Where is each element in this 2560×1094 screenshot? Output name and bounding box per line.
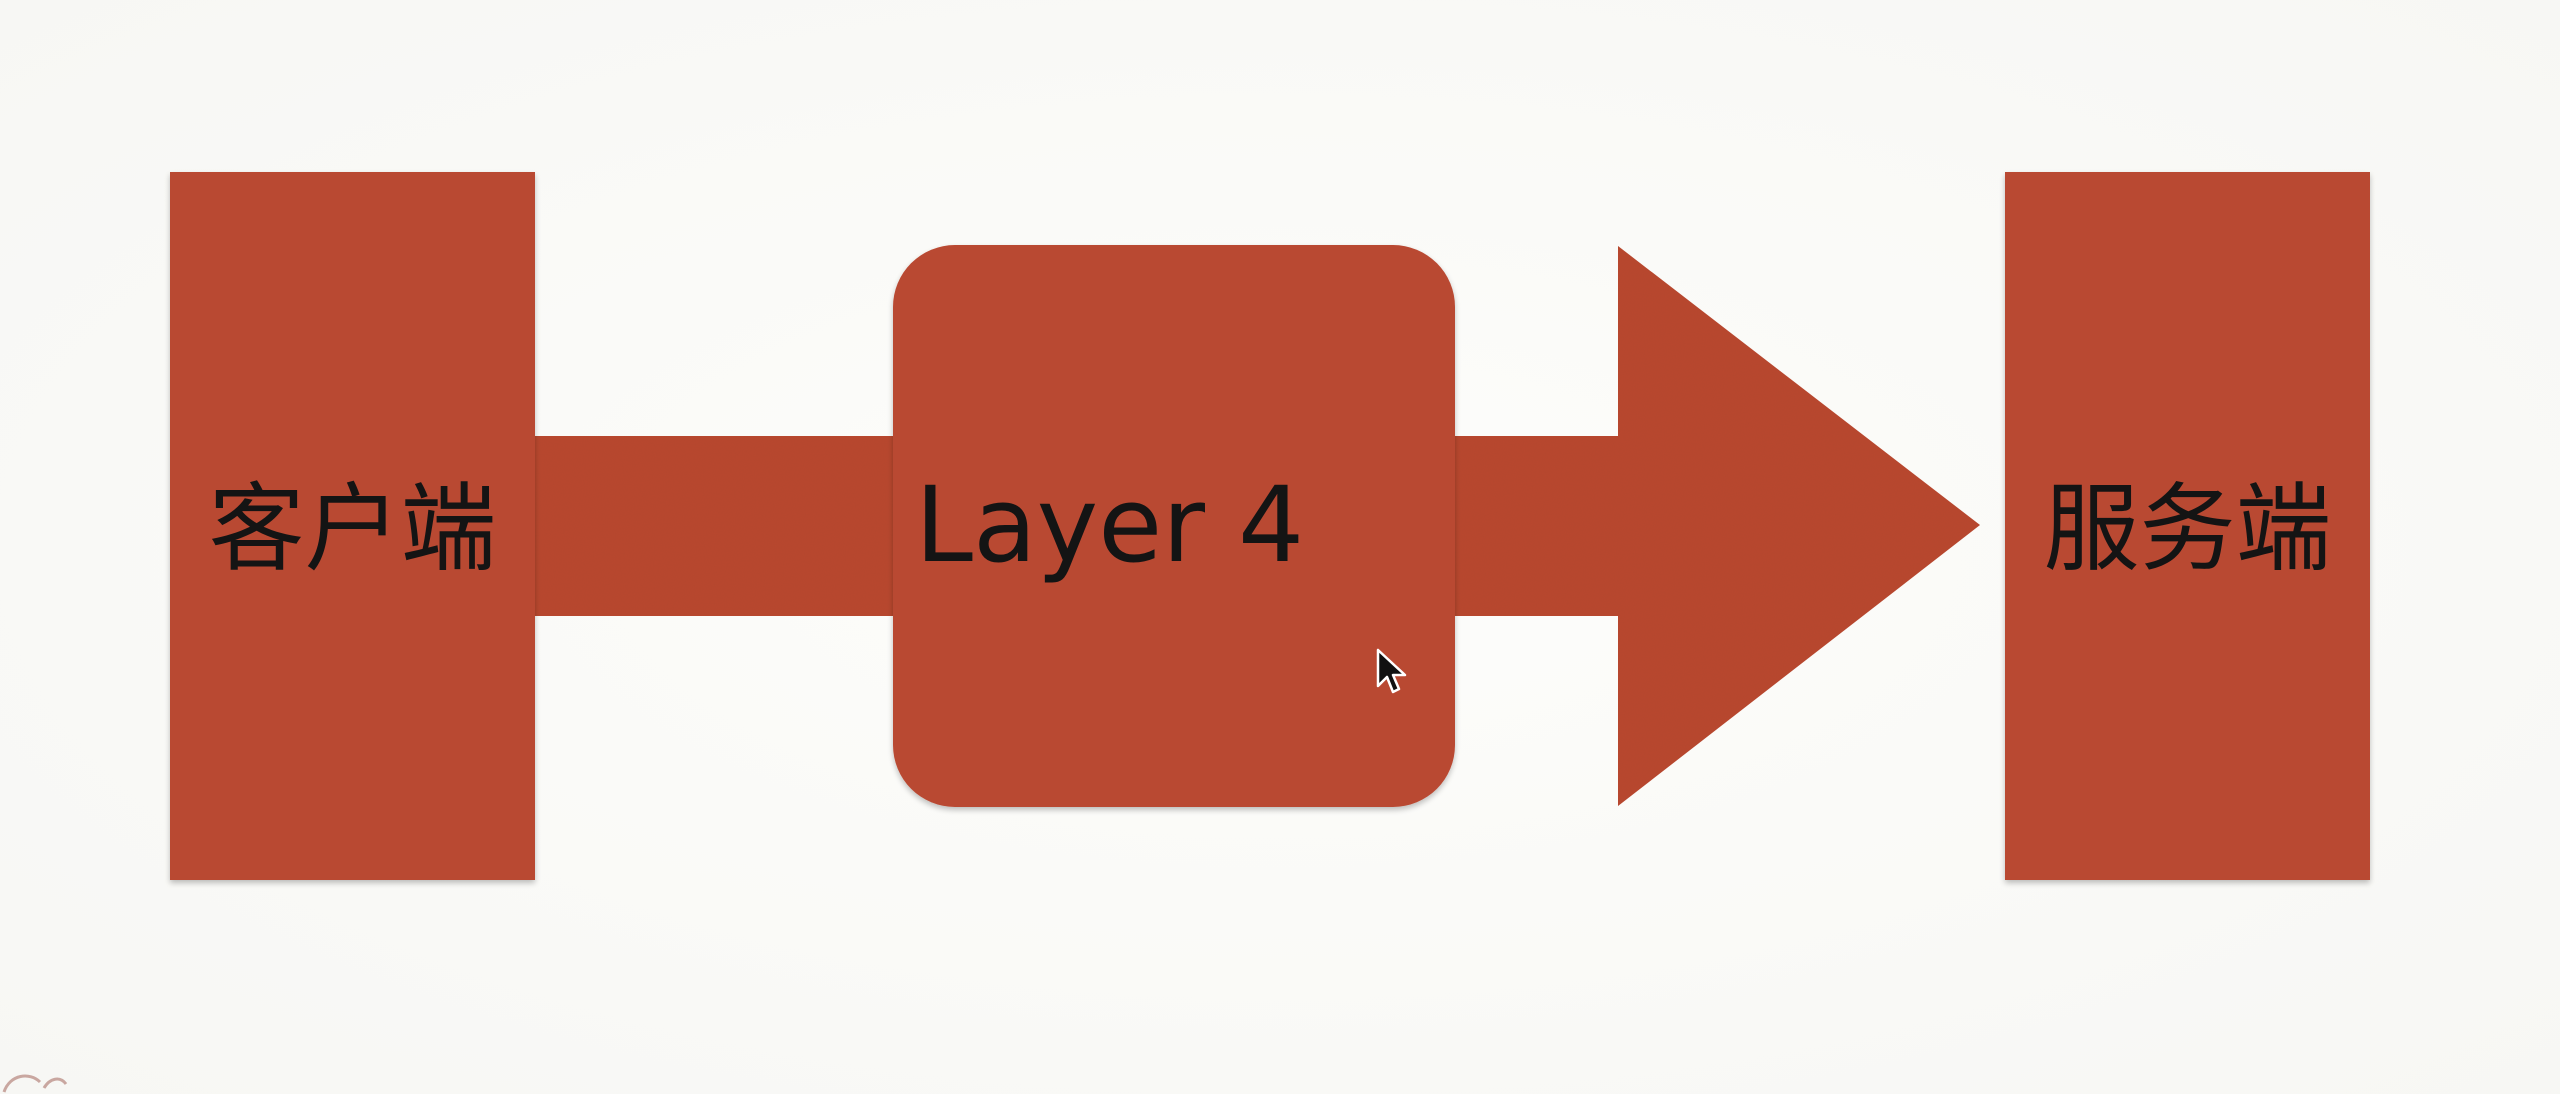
connector-client-layer	[530, 436, 910, 616]
server-box	[2005, 172, 2370, 880]
arrow-layer-server	[1440, 246, 1980, 806]
server-label: 服务端	[2043, 472, 2332, 585]
layer-box	[893, 245, 1455, 807]
client-box	[170, 172, 535, 880]
corner-decoration	[2, 1074, 68, 1093]
mouse-pointer-icon	[1376, 648, 1407, 694]
layer-label: Layer 4	[915, 464, 1305, 586]
client-label: 客户端	[208, 472, 497, 585]
